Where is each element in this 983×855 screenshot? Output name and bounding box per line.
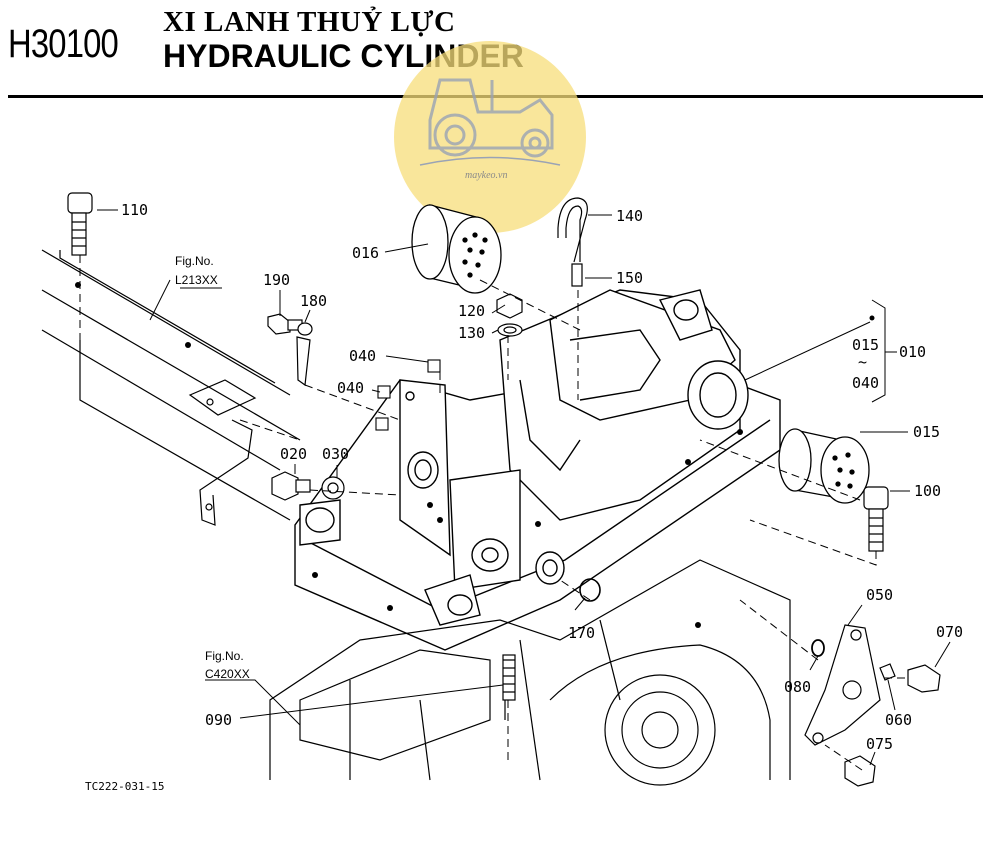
transmission-case (269, 559, 791, 786)
watermark-text: maykeo.vn (465, 170, 507, 181)
plug-120 (496, 293, 523, 337)
label-040-mid: 040 (337, 379, 364, 397)
title-vietnamese: XI LANH THUỶ LỰC (163, 6, 456, 38)
label-100: 100 (914, 482, 941, 500)
label-040-range: 040 (852, 374, 879, 392)
label-050: 050 (866, 586, 893, 604)
label-080: 080 (784, 678, 811, 696)
bolt-190 (267, 313, 313, 387)
ref1-code: L213XX (175, 273, 218, 287)
frame-rails (41, 249, 301, 526)
label-016: 016 (352, 244, 379, 262)
label-040-top: 040 (349, 347, 376, 365)
label-010: 010 (899, 343, 926, 361)
label-150: 150 (616, 269, 643, 287)
ref2-prefix: Fig.No. (205, 649, 244, 663)
bolt-110 (67, 192, 93, 256)
cover-050 (804, 624, 941, 787)
pipe-140 (557, 197, 588, 287)
label-110: 110 (121, 201, 148, 219)
label-090: 090 (205, 711, 232, 729)
bolt-020 (271, 471, 345, 501)
label-020: 020 (280, 445, 307, 463)
bushing-016 (411, 204, 502, 294)
label-015: 015 (913, 423, 940, 441)
watermark-logo: maykeo.vn (394, 41, 586, 233)
label-tilde: ~ (858, 353, 867, 371)
label-140: 140 (616, 207, 643, 225)
label-130: 130 (458, 324, 485, 342)
bushing-015 (778, 428, 870, 504)
bolt-100 (863, 486, 889, 552)
label-030: 030 (322, 445, 349, 463)
label-075: 075 (866, 735, 893, 753)
label-170: 170 (568, 624, 595, 642)
label-015-range: 015 (852, 336, 879, 354)
label-060: 060 (885, 711, 912, 729)
o-ring-170 (579, 578, 601, 602)
label-120: 120 (458, 302, 485, 320)
label-190: 190 (263, 271, 290, 289)
ref2-code: C420XX (205, 667, 250, 681)
assembly-lines (79, 255, 905, 771)
footer-code: TC222-031-15 (85, 780, 164, 793)
diagram-code: H30100 (8, 22, 119, 66)
label-070: 070 (936, 623, 963, 641)
label-180: 180 (300, 292, 327, 310)
ref1-prefix: Fig.No. (175, 254, 214, 268)
cylinder-case (294, 289, 781, 651)
screws-040 (375, 359, 441, 431)
leader-lines (97, 209, 951, 766)
